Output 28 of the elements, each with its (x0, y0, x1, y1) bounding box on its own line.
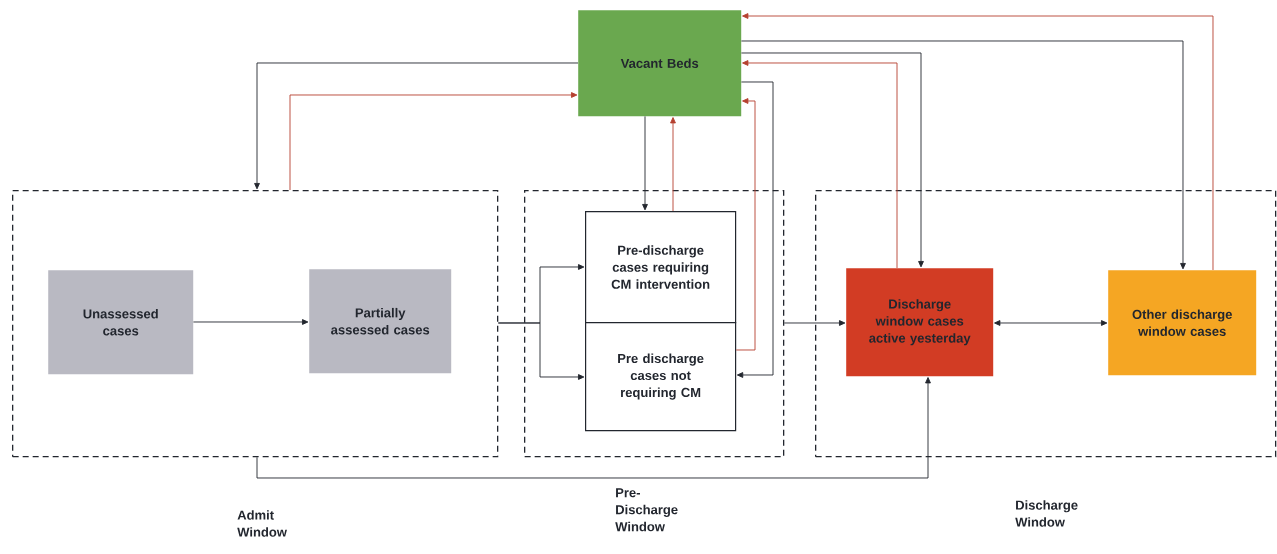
process-box: Vacant Beds (578, 10, 742, 117)
arrow (289, 92, 578, 191)
process-box: Pre discharge cases not requiring CM (585, 322, 737, 432)
arrow (497, 322, 585, 380)
arrow (742, 13, 1214, 271)
arrow (670, 117, 676, 212)
arrow (256, 377, 931, 479)
arrow (192, 319, 309, 325)
process-box: Discharge window cases active yesterday (846, 268, 994, 377)
arrow (742, 60, 898, 269)
dashed-region (815, 190, 1277, 458)
arrow (735, 98, 756, 351)
process-box: Unassessed cases (48, 270, 194, 375)
process-box: Partially assessed cases (309, 269, 452, 374)
window-label: Admit Window (237, 510, 287, 537)
arrow (740, 40, 1186, 270)
dashed-region (12, 190, 499, 458)
window-label: Discharge Window (1015, 500, 1078, 527)
arrow (740, 52, 924, 268)
arrow (254, 62, 579, 190)
dashed-region (524, 190, 785, 458)
process-box: Other discharge window cases (1108, 270, 1257, 376)
window-label: Pre- Discharge Window (615, 488, 678, 532)
process-box: Pre-discharge cases requiring CM intervention (585, 211, 737, 324)
arrow (736, 81, 774, 378)
arrow (642, 115, 648, 211)
arrow (994, 320, 1108, 326)
arrow (783, 320, 846, 326)
